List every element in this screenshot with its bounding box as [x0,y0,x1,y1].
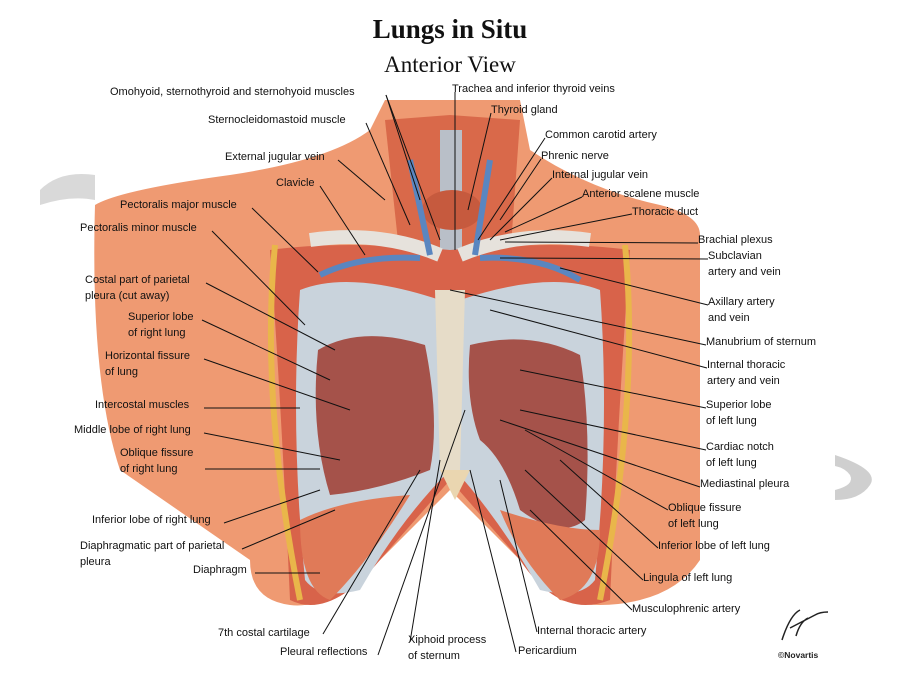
figure-subtitle: Anterior View [384,52,516,77]
label-internal-jugular: Internal jugular vein [552,169,649,181]
label-line: and vein [708,312,750,324]
thyroid-gland [422,190,482,230]
label-line: Costal part of parietal [85,274,190,286]
label-sternocleidomastoid: Sternocleidomastoid muscle [208,114,346,126]
leader-lines [201,92,709,656]
label-line: of left lung [706,415,757,427]
label-line: Horizontal fissure [105,350,190,362]
sternum [435,290,465,470]
label-manubrium: Manubrium of sternum [706,336,817,348]
label-line: Xiphoid process [408,634,487,646]
label-line: Oblique fissure [668,502,742,514]
label-axillary: Axillary artery and vein [708,294,775,326]
label-pleural-reflections: Pleural reflections [280,646,368,658]
label-line: artery and vein [708,266,781,278]
label-line: of left lung [668,518,719,530]
label-line: of sternum [408,650,460,662]
label-oblique-fissure-right: Oblique fissure of right lung [120,445,193,477]
xiphoid [440,470,470,500]
copyright-notice: ©Novartis [778,650,819,660]
label-diaphragm: Diaphragm [193,564,247,576]
label-line: of left lung [706,457,757,469]
label-line: Oblique fissure [120,447,194,459]
label-costal-pleura: Costal part of parietal pleura (cut away) [85,272,190,304]
label-mediastinal-pleura: Mediastinal pleura [700,478,790,490]
label-phrenic-nerve: Phrenic nerve [541,150,609,162]
figure-title: Lungs in Situ [372,14,528,44]
label-brachial-plexus: Brachial plexus [698,234,773,246]
label-line: Diaphragmatic part of parietal [80,540,225,552]
label-cardiac-notch: Cardiac notch of left lung [706,439,774,471]
label-line: Axillary artery [708,296,775,308]
label-omohyoid: Omohyoid, sternothyroid and sternohyoid … [110,86,355,98]
label-anterior-scalene: Anterior scalene muscle [582,188,700,200]
label-line: pleura (cut away) [85,290,170,302]
watermark-arc-right [835,455,872,500]
label-thoracic-duct: Thoracic duct [632,206,699,218]
label-line: of right lung [128,327,186,339]
jugular-vein-right [407,159,433,256]
diaphragm-right [300,495,410,600]
label-intercostal: Intercostal muscles [95,399,190,411]
label-pericardium: Pericardium [518,645,577,657]
label-diaphragmatic-pleura: Diaphragmatic part of parietal pleura [80,538,224,570]
label-subclavian: Subclavian artery and vein [708,248,781,280]
label-clavicle: Clavicle [276,177,315,189]
label-internal-thoracic-av: Internal thoracic artery and vein [707,357,785,389]
label-line: Subclavian [708,250,762,262]
label-musculophrenic: Musculophrenic artery [632,603,741,615]
label-oblique-fissure-left: Oblique fissure of left lung [668,500,741,532]
diaphragm-left [500,510,600,600]
label-horizontal-fissure: Horizontal fissure of lung [105,348,190,380]
subclavian-vein-left [479,254,582,283]
label-line: artery and vein [707,375,780,387]
label-line: Superior lobe [128,311,194,323]
label-superior-lobe-left: Superior lobe of left lung [706,397,771,429]
label-line: Internal thoracic [707,359,786,371]
label-pectoralis-minor: Pectoralis minor muscle [80,222,197,234]
label-line: Superior lobe [706,399,772,411]
right-lung [315,336,434,495]
netter-signature [781,609,829,641]
label-line: Cardiac notch [706,441,774,453]
watermark-shape-left [40,174,95,205]
label-line: pleura [80,556,111,568]
subclavian-vein-right [318,254,421,278]
label-line: of right lung [120,463,178,475]
label-trachea: Trachea and inferior thyroid veins [452,83,615,95]
label-pectoralis-major: Pectoralis major muscle [120,199,237,211]
label-inferior-lobe-left: Inferior lobe of left lung [658,540,770,552]
label-line: of lung [105,366,139,378]
left-lung [468,339,588,528]
label-7th-costal-cartilage: 7th costal cartilage [218,627,310,639]
label-xiphoid: Xiphoid process of sternum [408,632,486,664]
label-common-carotid: Common carotid artery [545,129,657,141]
label-lingula: Lingula of left lung [643,572,733,584]
label-thyroid-gland: Thyroid gland [491,104,558,116]
label-superior-lobe-right: Superior lobe of right lung [128,309,193,341]
label-internal-thoracic-artery: Internal thoracic artery [537,625,647,637]
fat-band-left [267,244,303,601]
label-middle-lobe: Middle lobe of right lung [74,424,191,436]
label-external-jugular: External jugular vein [225,151,325,163]
label-inferior-lobe-right: Inferior lobe of right lung [92,514,211,526]
jugular-vein-left [472,159,493,256]
